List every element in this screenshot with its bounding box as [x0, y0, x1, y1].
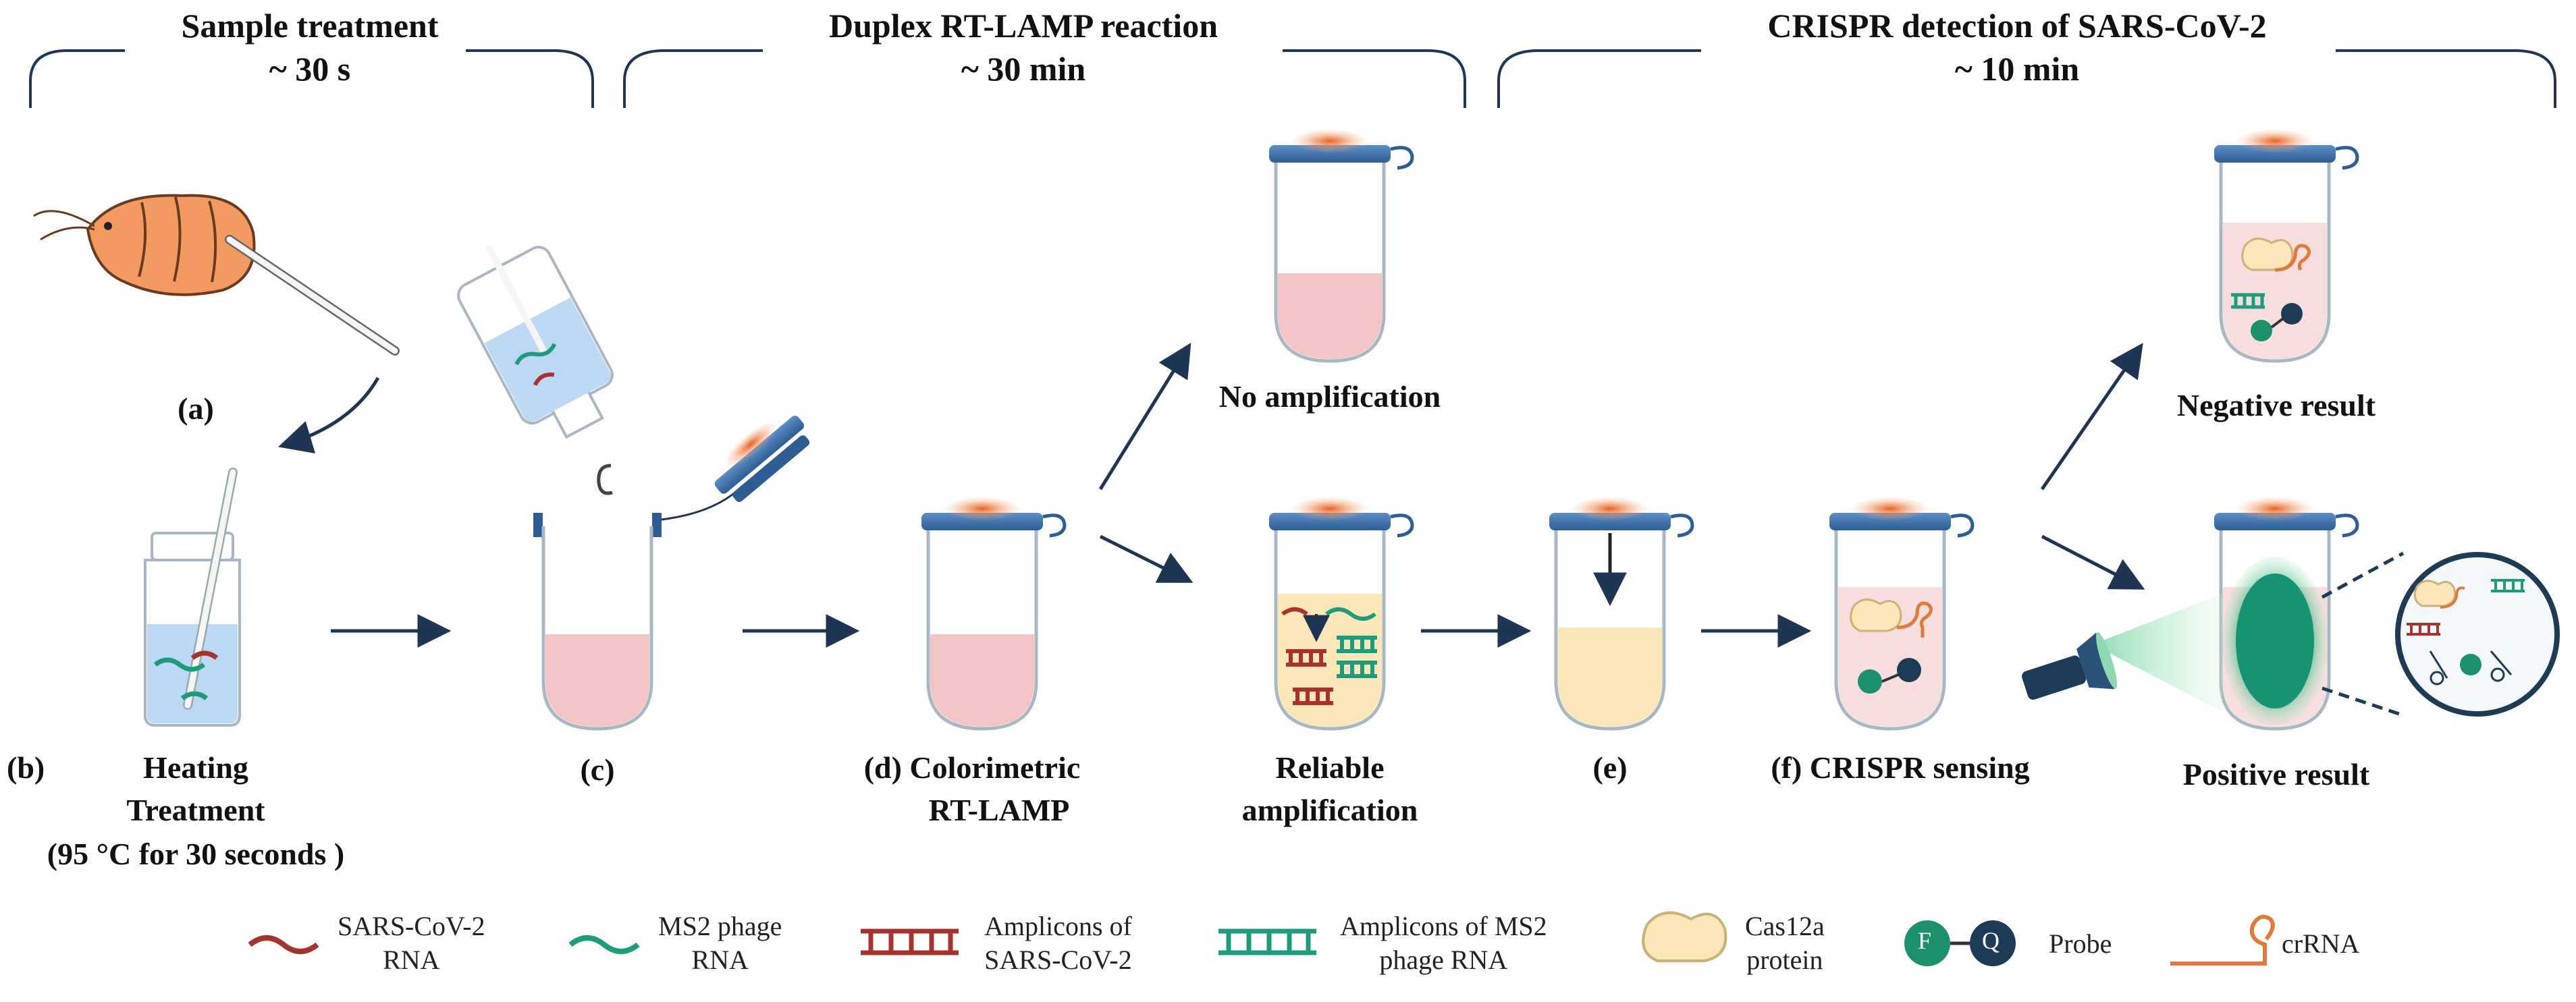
legend-amplicon-sars-line1: Amplicons of	[984, 911, 1132, 941]
heating-vial-icon	[144, 468, 241, 727]
tube-positive-result	[2214, 497, 2357, 729]
legend-amplicon-ms2-line2: phage RNA	[1379, 945, 1508, 975]
shrimp-sample-icon	[33, 194, 400, 453]
step-c-label: (c)	[580, 752, 615, 787]
phase-2-time: ~ 30 min	[961, 50, 1086, 88]
phase-2-title: Duplex RT-LAMP reaction	[828, 7, 1218, 45]
step-a-label: (a)	[178, 391, 214, 426]
flow-arrows	[331, 342, 2145, 648]
legend-amplicon-ms2-line1: Amplicons of MS2	[1340, 911, 1547, 941]
step-b-line3: (95 °C for 30 seconds )	[47, 837, 345, 871]
phase-bracket-2	[623, 49, 1466, 108]
sample-transfer-icon	[457, 245, 810, 731]
phase-bracket-3	[1497, 49, 2556, 108]
legend-sars-rna-line1: SARS-CoV-2	[338, 911, 485, 941]
reliable-line2: amplification	[1241, 793, 1418, 827]
tube-crispr-sensing	[1829, 497, 1973, 729]
legend-amplicon-ms2: Amplicons of MS2 phage RNA	[1340, 910, 1547, 977]
positive-result-label: Positive result	[2182, 757, 2370, 791]
tube-reliable-amplification	[1269, 497, 1412, 729]
legend-ms2-rna-icon	[568, 935, 640, 954]
legend-sars-rna-line2: RNA	[383, 945, 440, 975]
phase-bracket-1	[29, 49, 594, 108]
legend-cas12a-line1: Cas12a	[1745, 911, 1825, 941]
legend-probe-f: F	[1918, 927, 1932, 954]
legend-sars-rna: SARS-CoV-2 RNA	[338, 910, 485, 977]
step-e-label: (e)	[1592, 750, 1628, 785]
legend-ms2-rna-line1: MS2 phage	[658, 911, 782, 941]
legend-amplicon-sars-icon	[861, 928, 959, 955]
step-b-line1: Heating	[143, 750, 248, 785]
legend-icons	[248, 911, 2275, 966]
step-d-line1: (d) Colorimetric	[863, 750, 1081, 785]
legend-probe-q: Q	[1982, 927, 2000, 954]
tube-negative-result	[2214, 129, 2357, 361]
no-amplification-label: No amplification	[1218, 379, 1441, 414]
phase-1-title: Sample treatment	[181, 7, 439, 45]
phase-3-time: ~ 10 min	[1954, 50, 2080, 88]
legend-crrna-icon	[2170, 914, 2275, 966]
step-d-line2: RT-LAMP	[928, 793, 1070, 827]
legend-cas12a: Cas12a protein	[1745, 910, 1825, 977]
step-f-label: (f) CRISPR sensing	[1771, 750, 2030, 785]
reliable-line1: Reliable	[1275, 750, 1385, 785]
phase-3-title: CRISPR detection of SARS-CoV-2	[1767, 7, 2267, 45]
tube-colorimetric-rt-lamp	[921, 497, 1065, 729]
zoom-detail-circle	[2321, 551, 2560, 717]
legend-sars-rna-icon	[248, 935, 319, 954]
legend-probe: Probe	[2049, 928, 2112, 959]
legend-amplicon-sars-line2: SARS-CoV-2	[984, 945, 1132, 975]
legend-amplicon-ms2-icon	[1218, 928, 1316, 955]
legend-cas12a-icon	[1642, 911, 1727, 962]
tube-e	[1549, 497, 1692, 729]
step-b-letter: (b)	[7, 750, 45, 785]
legend-cas12a-line2: protein	[1746, 945, 1823, 975]
legend-probe-icon	[1904, 920, 2016, 966]
negative-result-label: Negative result	[2176, 388, 2376, 422]
tube-no-amplification	[1269, 129, 1412, 361]
legend-ms2-rna: MS2 phage RNA	[658, 910, 782, 977]
step-b-line2: Treatment	[126, 793, 265, 827]
legend-ms2-rna-line2: RNA	[691, 945, 749, 975]
flashlight-icon	[2022, 594, 2222, 712]
legend-amplicon-sars: Amplicons of SARS-CoV-2	[984, 910, 1132, 977]
phase-1-time: ~ 30 s	[269, 50, 351, 88]
legend-crrna: crRNA	[2282, 928, 2360, 959]
